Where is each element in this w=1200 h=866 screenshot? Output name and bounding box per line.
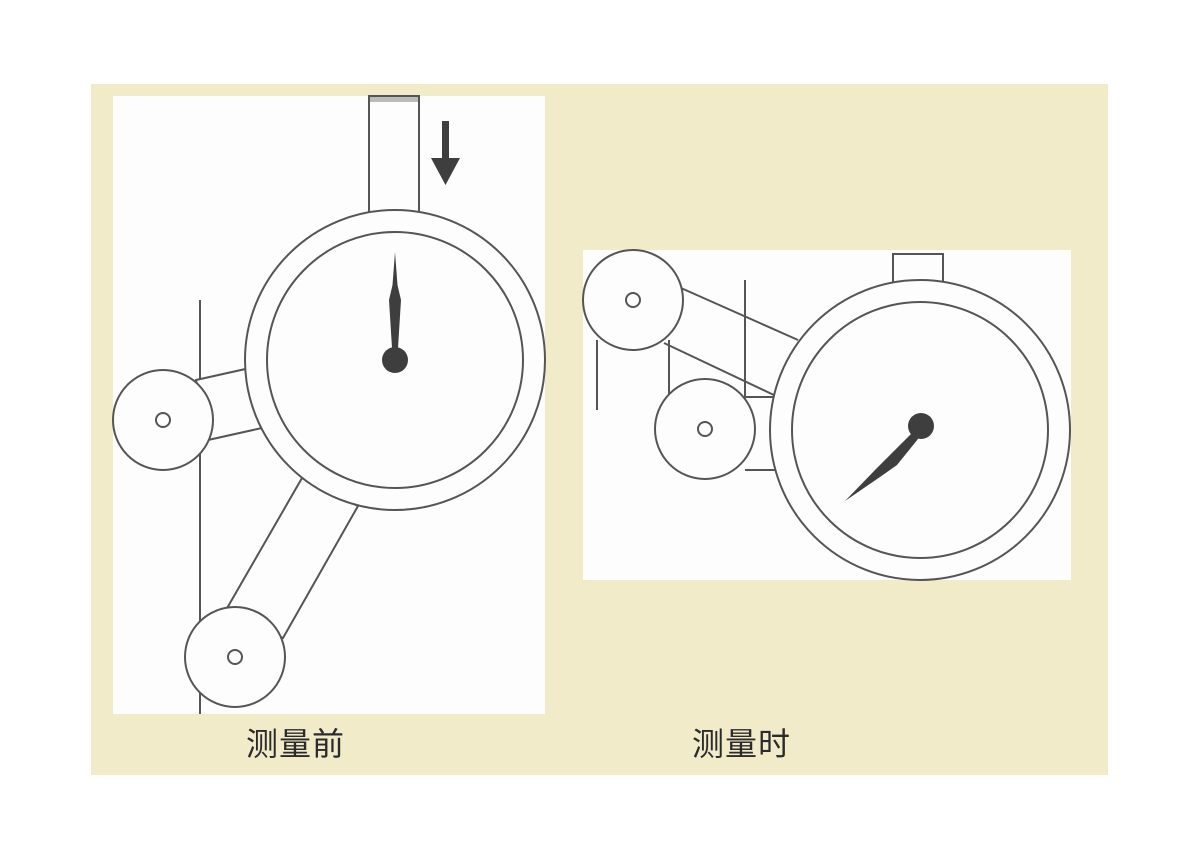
during-measurement-drawing: [582, 249, 1071, 581]
dial-face: [791, 301, 1049, 559]
dial-needle: [845, 413, 934, 501]
dial-needle: [382, 252, 408, 373]
lower-roller: [184, 606, 286, 708]
upper-roller: [582, 249, 684, 351]
upper-arm-top: [680, 287, 799, 341]
upper-roller: [112, 369, 214, 471]
upper-arm-bottom: [663, 342, 777, 397]
dial-face: [266, 231, 524, 489]
plunger-cap: [370, 97, 418, 102]
caption-during: 测量时: [692, 725, 792, 763]
plunger: [368, 95, 420, 215]
before-measurement-drawing: [112, 95, 546, 714]
lower-roller: [654, 378, 756, 480]
caption-before: 测量前: [246, 725, 346, 763]
down-arrow-icon: [431, 121, 460, 185]
